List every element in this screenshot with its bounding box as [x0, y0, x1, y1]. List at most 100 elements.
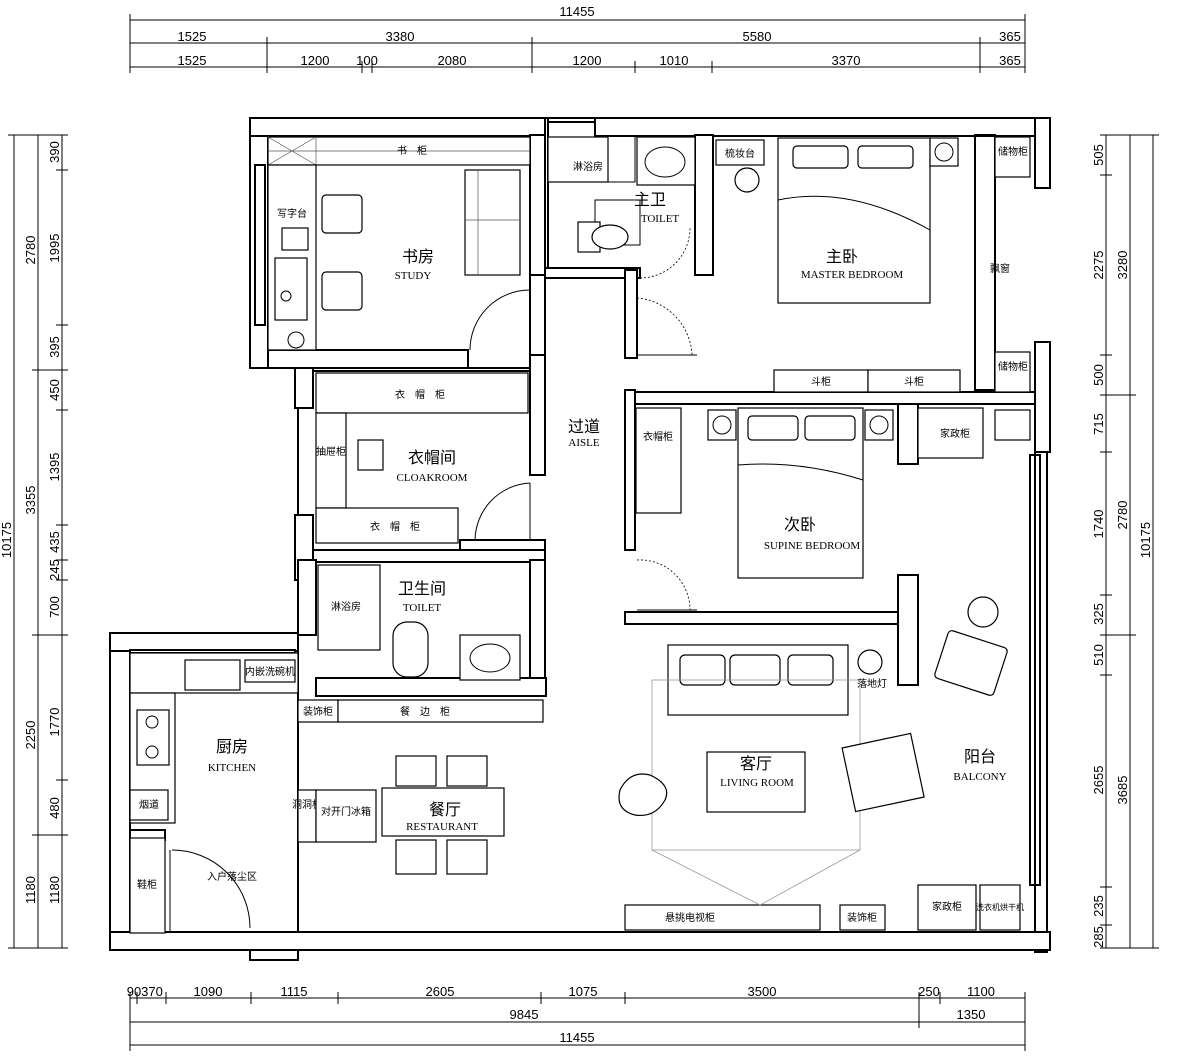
toilet-bowl [591, 224, 629, 250]
master-basin [636, 136, 696, 186]
dim-left-inner: 1180 [47, 876, 62, 904]
dim-right-mid: 2780 [1115, 501, 1130, 530]
dim-top-r2: 2080 [438, 53, 467, 68]
dim-top-r1: 1525 [178, 29, 207, 44]
wall-master-bottom [634, 391, 1036, 405]
dimension-lines-top [129, 14, 1026, 73]
dim-right-mid: 3280 [1115, 251, 1130, 280]
dimension-text-bottom: 90 370 1090 1115 2605 1075 3500 250 1100… [127, 984, 995, 1045]
room-kitchen-en: KITCHEN [208, 762, 256, 774]
label-bookshelf: 书 柜 [397, 144, 427, 157]
toilet-2 [392, 621, 429, 678]
wall-toilet-left [297, 559, 317, 636]
dim-right-outer: 10175 [1138, 522, 1153, 558]
dim-left-inner: 1995 [47, 234, 62, 263]
dim-top-r2: 1200 [573, 53, 602, 68]
label-drawer-cabinet: 抽屉柜 [316, 445, 346, 458]
dim-left-inner: 395 [47, 336, 62, 358]
chest-2 [867, 369, 961, 393]
wall-second-bottom [624, 611, 916, 625]
master-bedroom: 梳妆台 主卧 MASTER BEDROOM 飘窗 储物柜 储物柜 斗柜 斗柜 [636, 136, 1031, 393]
label-deco-cabinet: 装饰柜 [303, 705, 333, 718]
balcony: 阳台 BALCONY 家政柜 洗衣机烘干机 [841, 596, 1024, 931]
wall-toilet-bottom [315, 677, 547, 697]
wall-top-gap [544, 117, 596, 123]
window-study [254, 164, 266, 326]
wardrobe-top [315, 372, 529, 414]
tv-cabinet [624, 904, 821, 931]
balcony-side-table [967, 596, 999, 628]
room-cloak-en: CLOAKROOM [397, 472, 468, 484]
dim-right-inner: 715 [1091, 413, 1106, 435]
label-closet-vertical: 衣帽柜 [643, 430, 673, 443]
label-chest: 斗柜 [811, 375, 831, 388]
stove [136, 709, 170, 766]
wall-study-bottom [267, 349, 469, 369]
label-shower2: 淋浴房 [331, 600, 361, 613]
nightstand-right [864, 409, 894, 441]
wall-toilet-right [529, 559, 546, 696]
cloakroom: 衣 帽 柜 抽屉柜 衣 帽 柜 衣帽间 CLOAKROOM [315, 372, 531, 544]
wall-study-right [529, 134, 546, 276]
dim-top-r2: 1200 [301, 53, 330, 68]
dim-bottom-r1: 250 [918, 984, 940, 999]
wall-mtoilet-bottom [544, 267, 641, 279]
wall-mtoilet-right [694, 134, 714, 276]
dim-top-r1: 3380 [386, 29, 415, 44]
label-shower1: 淋浴房 [573, 160, 603, 173]
lounge-chair [618, 773, 668, 817]
label-hole-board: 洞洞板 [292, 798, 322, 811]
dim-top-r1: 365 [999, 29, 1021, 44]
shower-master [547, 136, 609, 183]
dimension-lines-bottom [129, 992, 1026, 1051]
label-fridge: 对开门冰箱 [321, 805, 371, 818]
dim-left-inner: 700 [47, 596, 62, 618]
dim-right-inner: 2275 [1091, 251, 1106, 280]
dim-left-inner: 1395 [47, 453, 62, 482]
dim-top-r2: 1525 [178, 53, 207, 68]
column-box [994, 409, 1031, 441]
restaurant: 洞洞板 对开门冰箱 餐厅 RESTAURANT [292, 755, 505, 875]
shoe-cabinet [129, 837, 166, 934]
dim-bottom-r1: 2605 [426, 984, 455, 999]
wall-aisle-left [529, 354, 546, 476]
label-wardrobe1: 衣 帽 柜 [395, 388, 445, 401]
dim-left-mid: 3355 [23, 486, 38, 515]
label-washer: 洗衣机烘干机 [976, 902, 1024, 912]
label-bay-window: 飘窗 [990, 262, 1010, 275]
kitchen-sink [184, 659, 241, 691]
desk-monitor [281, 227, 309, 251]
dim-top-r2: 365 [999, 53, 1021, 68]
room-study-cn: 书房 [402, 247, 434, 266]
room-toilet-en: TOILET [403, 602, 442, 614]
dim-right-inner: 235 [1091, 895, 1106, 917]
dim-left-inner: 435 [47, 531, 62, 553]
study-furniture: 书 柜 写字台 书房 STUDY [267, 136, 531, 351]
storage-top [994, 136, 1031, 178]
dim-bottom-r1: 1075 [569, 984, 598, 999]
second-bedroom: 衣帽柜 次卧 SUPINE BEDROOM 家政柜 [635, 407, 1031, 611]
dim-right-mid: 3685 [1115, 776, 1130, 805]
floor-lamp [857, 649, 883, 675]
dining-chair [446, 755, 488, 787]
hole-board [297, 789, 317, 843]
label-storage2: 储物柜 [998, 360, 1028, 373]
wall-right-mid [1034, 341, 1051, 453]
dim-bottom-r1: 1090 [194, 984, 223, 999]
dim-left-outer: 10175 [0, 522, 14, 558]
kitchen: 内嵌洗碗机 烟道 装饰柜 餐 边 柜 厨房 KITCHEN 鞋柜 入户落尘区 [129, 652, 544, 934]
wall-aisle-right-top [624, 269, 638, 359]
room-balcony-en: BALCONY [953, 771, 1006, 783]
wall-study-top [249, 117, 546, 137]
master-nightstand [929, 137, 959, 167]
drawer-cabinet [315, 412, 347, 509]
balcony-armchair [934, 630, 1008, 696]
label-flue: 烟道 [139, 798, 159, 811]
label-tv-cabinet: 悬挑电视柜 [665, 911, 715, 924]
wall-toilet-top [312, 549, 546, 563]
room-master-en: MASTER BEDROOM [801, 269, 904, 281]
wall-top-right [594, 117, 1051, 137]
dining-table [381, 787, 505, 837]
label-storage1: 储物柜 [998, 145, 1028, 158]
basin-2 [459, 634, 521, 681]
